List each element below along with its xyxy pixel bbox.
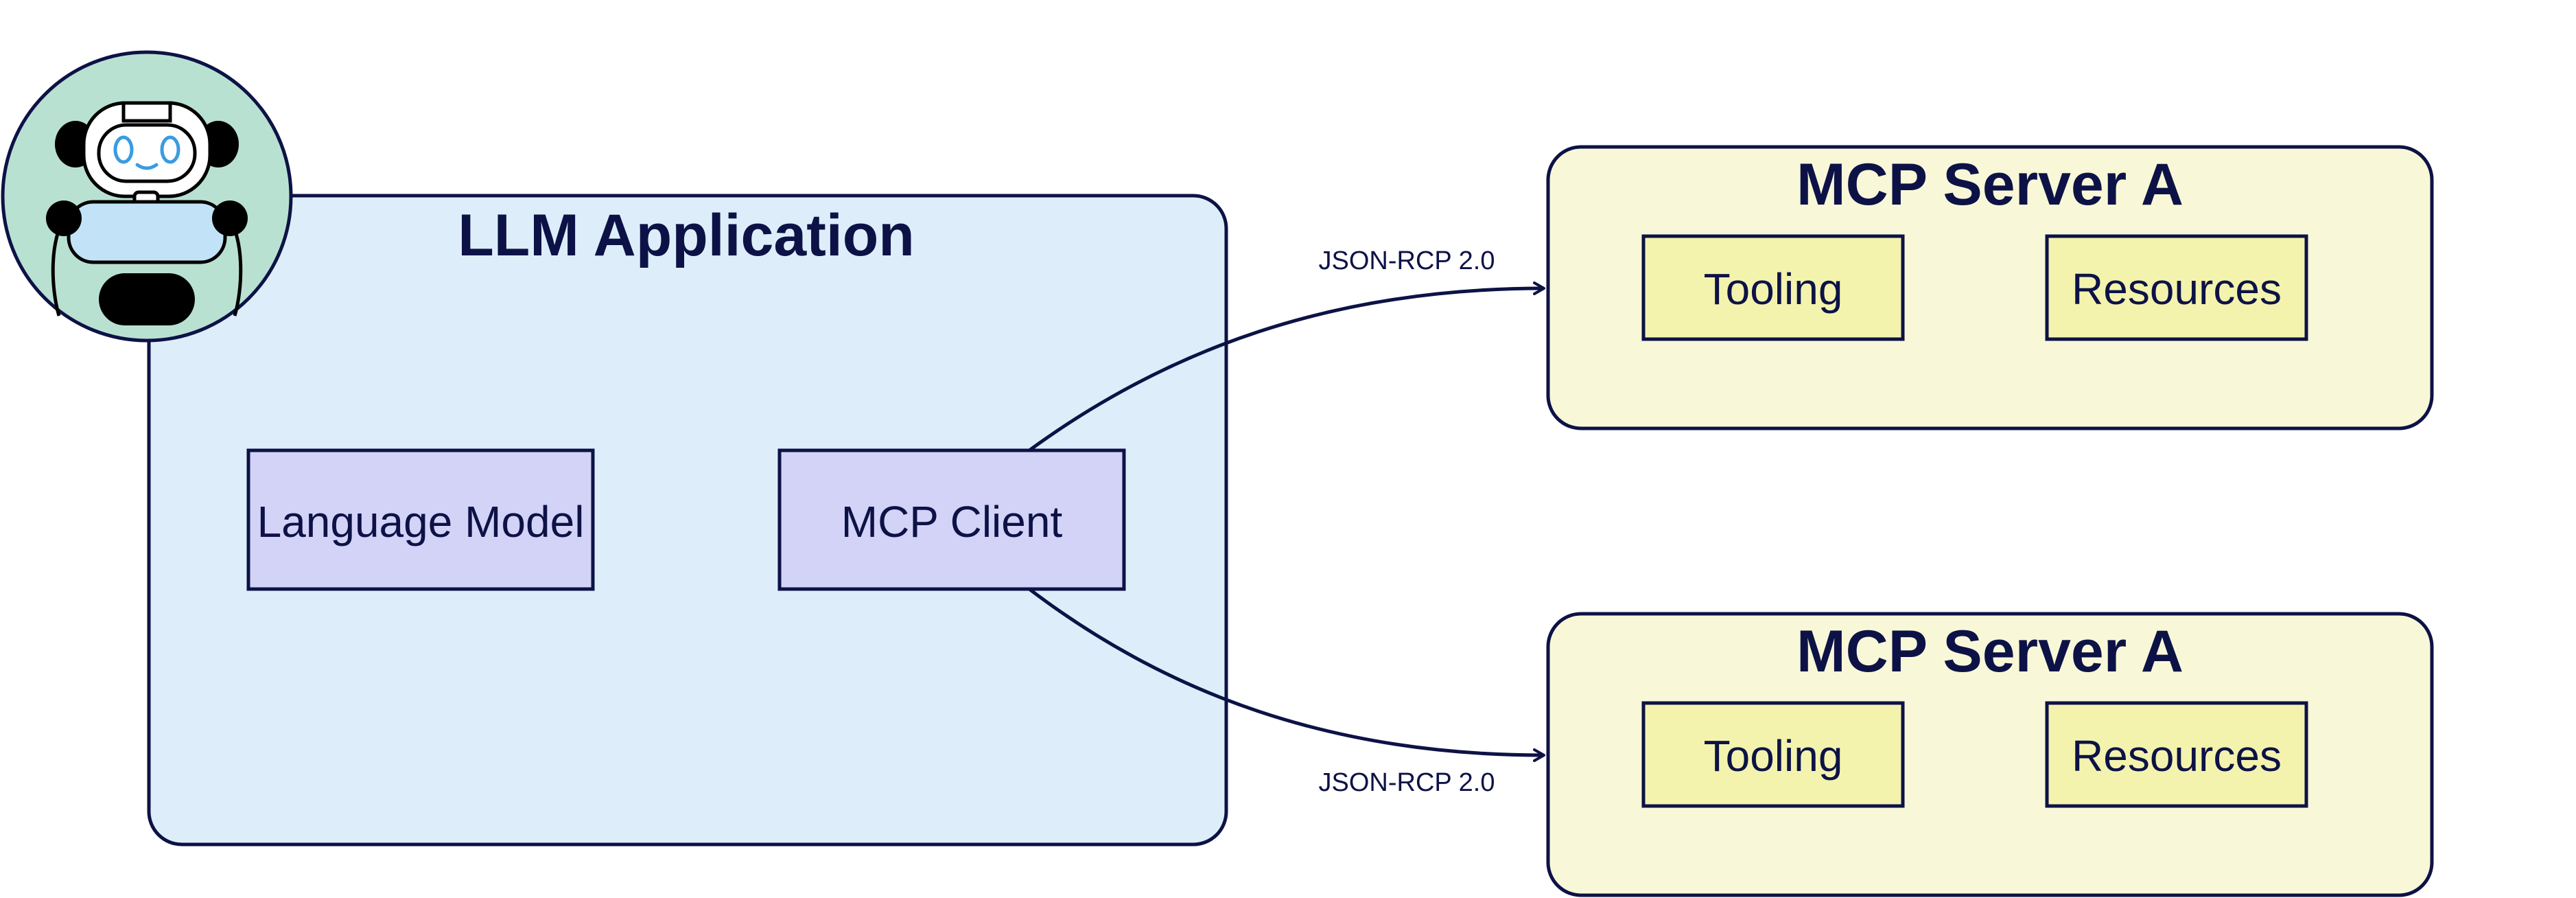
- connection-arrow: [1028, 588, 1545, 762]
- tooling-box: Tooling: [1641, 234, 1905, 341]
- connection-to-server-2: JSON-RCP 2.0: [1028, 588, 1545, 797]
- robot-icon: [1, 50, 293, 343]
- mcp-client-label: MCP Client: [841, 497, 1063, 546]
- mcp-server-panel-2: MCP Server A Tooling Resources: [1546, 612, 2434, 897]
- tooling-label: Tooling: [1704, 264, 1843, 314]
- resources-label: Resources: [2072, 264, 2282, 314]
- mcp-server-panel-1: MCP Server A Tooling Resources: [1546, 145, 2434, 430]
- llm-application-panel: LLM Application Language Model MCP Clien…: [147, 194, 1228, 847]
- protocol-label: JSON-RCP 2.0: [1319, 246, 1495, 275]
- mcp-server-title: MCP Server A: [1796, 619, 2183, 684]
- tooling-label: Tooling: [1704, 731, 1843, 781]
- resources-box: Resources: [2045, 234, 2308, 341]
- language-model-label: Language Model: [257, 497, 585, 546]
- mcp-server-frame: [1546, 145, 2434, 430]
- mcp-server-frame: [1546, 612, 2434, 897]
- mcp-server-title: MCP Server A: [1796, 152, 2183, 218]
- mcp-client-box: MCP Client: [777, 448, 1126, 591]
- llm-application-frame: [147, 194, 1228, 847]
- llm-application-title: LLM Application: [458, 203, 915, 268]
- language-model-box: Language Model: [246, 448, 595, 591]
- resources-box: Resources: [2045, 701, 2308, 808]
- protocol-label: JSON-RCP 2.0: [1319, 768, 1495, 797]
- tooling-box: Tooling: [1641, 701, 1905, 808]
- connection-arrow: [1028, 281, 1545, 452]
- connection-to-server-1: JSON-RCP 2.0: [1028, 246, 1545, 452]
- resources-label: Resources: [2072, 731, 2282, 781]
